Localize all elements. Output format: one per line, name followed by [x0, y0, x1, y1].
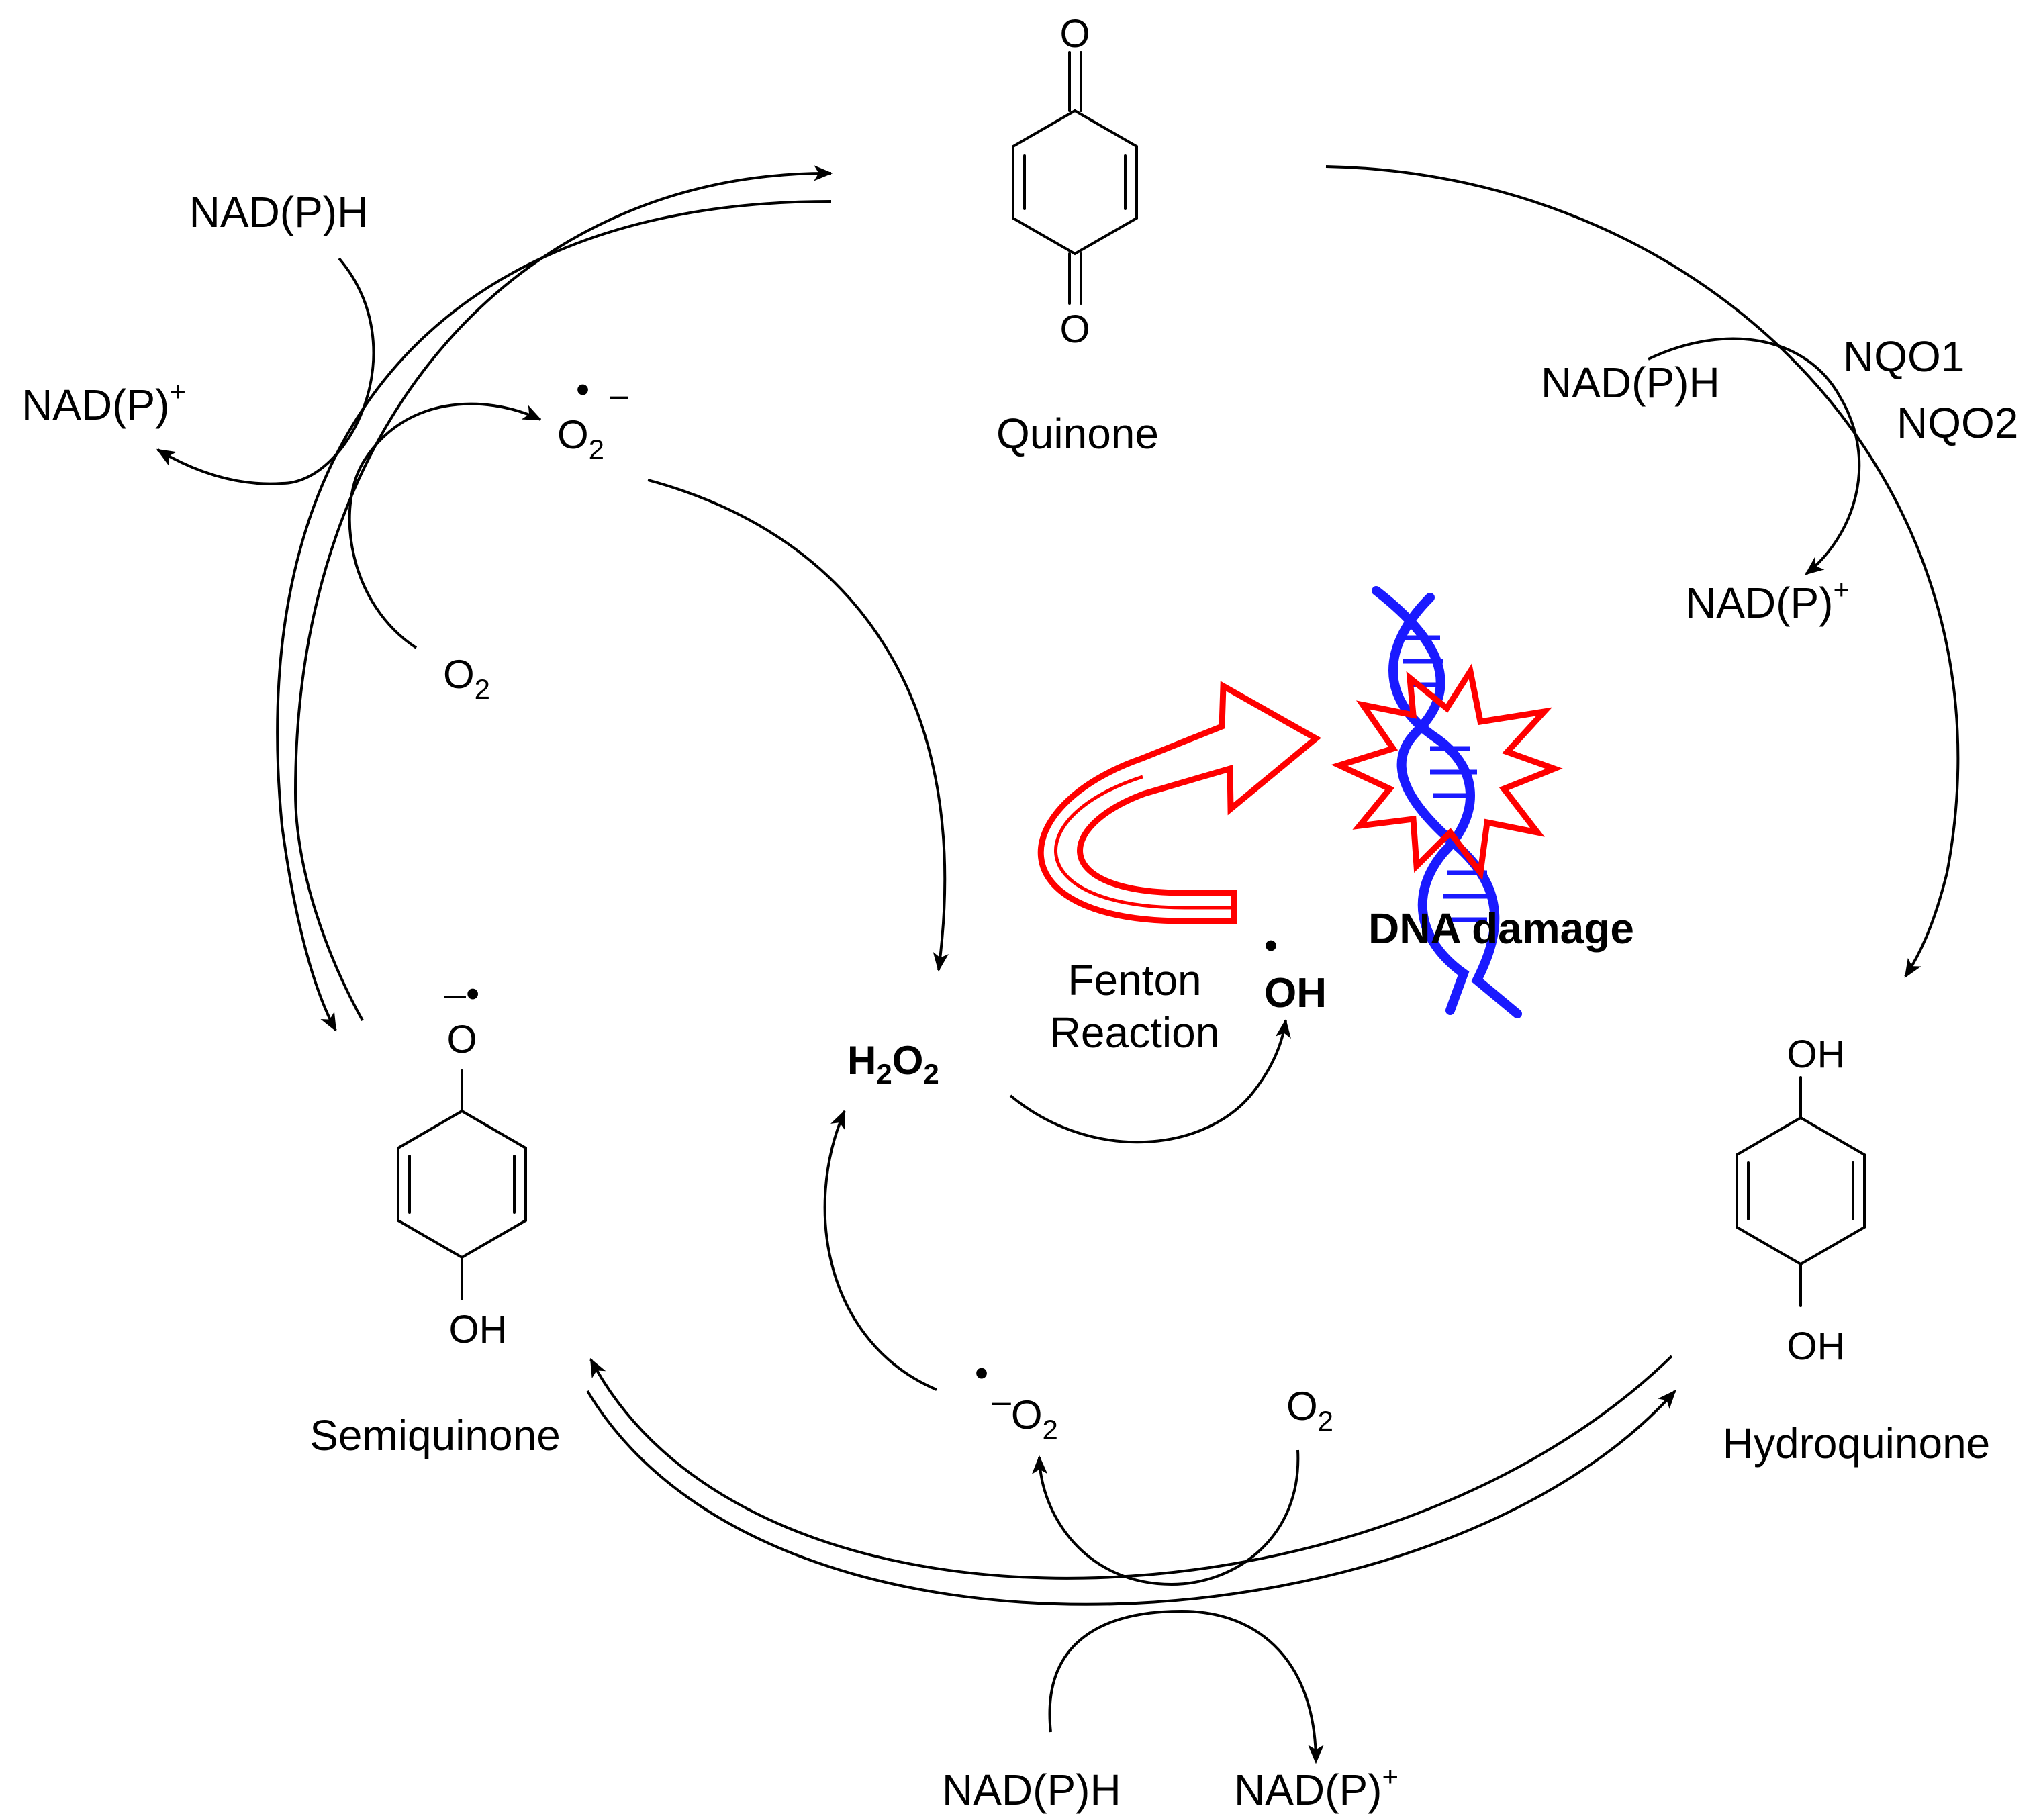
right-nadp-label: NAD(P)+ [1685, 573, 1850, 627]
semiquinone-structure [397, 1069, 527, 1300]
arrow-semiquinone-to-quinone [293, 165, 833, 1021]
enzyme-nqo1-label: NQO1 [1843, 332, 1964, 381]
left-superoxide-radical-dot: • [576, 368, 589, 412]
quinone-structure [1012, 51, 1138, 305]
hydroquinone-label: Hydroquinone [1723, 1419, 1991, 1468]
arrow-quinone-to-hydroquinone [1325, 165, 1960, 978]
arrow-o2-to-superoxide-left [348, 402, 542, 649]
hydroquinone-oh-bottom: OH [1787, 1325, 1846, 1368]
arrow-superoxide-to-h2o2-top [647, 479, 949, 972]
arrow-superoxide-to-h2o2-bottom [823, 1109, 937, 1391]
left-superoxide-label: O2 [557, 412, 604, 465]
hydroxyl-radical-label: OH [1264, 970, 1327, 1016]
bottom-o2-label: O2 [1286, 1384, 1333, 1437]
fenton-reaction-line2: Reaction [1050, 1008, 1220, 1057]
arrow-hydroquinone-to-semiquinone [589, 1355, 1673, 1580]
arrow-nadph-to-nadp-bottom [1048, 1609, 1324, 1764]
enzyme-nqo2-label: NQO2 [1897, 399, 2018, 447]
dna-damage-label: DNA damage [1368, 904, 1634, 953]
hydroquinone-oh-top: OH [1787, 1033, 1846, 1076]
semiquinone-radical-mark: –• [444, 972, 480, 1016]
left-o2-label: O2 [443, 652, 490, 705]
arrow-o2-to-superoxide-bottom [1031, 1449, 1300, 1586]
damage-starburst-icon [1331, 663, 1563, 881]
quinone-o-bottom: O [1059, 307, 1090, 351]
arrow-nadph-to-nadp-left [156, 257, 375, 485]
arrow-quinone-to-semiquinone [276, 200, 832, 1033]
fenton-reaction-line1: Fenton [1067, 956, 1201, 1004]
semiquinone-o-top: O [446, 1018, 477, 1061]
fenton-red-arrow [1037, 681, 1321, 924]
left-nadph-label: NAD(P)H [189, 188, 369, 236]
quinone-label: Quinone [996, 410, 1159, 458]
hydroxyl-radical-dot: • [1264, 924, 1278, 967]
arrow-h2o2-to-hydroxyl [1009, 1018, 1291, 1144]
arrow-semiquinone-to-hydroquinone [586, 1390, 1676, 1606]
left-superoxide-charge: – [610, 376, 628, 414]
right-nadph-label: NAD(P)H [1541, 358, 1720, 407]
left-nadp-label: NAD(P)+ [21, 375, 186, 429]
dna-helix-icon [1372, 586, 1522, 1018]
h2o2-label: H2O2 [847, 1038, 939, 1090]
arrow-nqo-nadph-to-nadp [1648, 337, 1861, 575]
semiquinone-oh-bottom: OH [449, 1308, 508, 1351]
bottom-superoxide-label: –O2 [992, 1382, 1058, 1445]
bottom-nadph-label: NAD(P)H [942, 1766, 1121, 1814]
quinone-o-top: O [1059, 12, 1090, 56]
semiquinone-label: Semiquinone [310, 1411, 561, 1459]
bottom-superoxide-radical-dot: • [975, 1351, 988, 1395]
hydroquinone-structure [1736, 1076, 1866, 1307]
bottom-nadp-label: NAD(P)+ [1234, 1760, 1398, 1814]
